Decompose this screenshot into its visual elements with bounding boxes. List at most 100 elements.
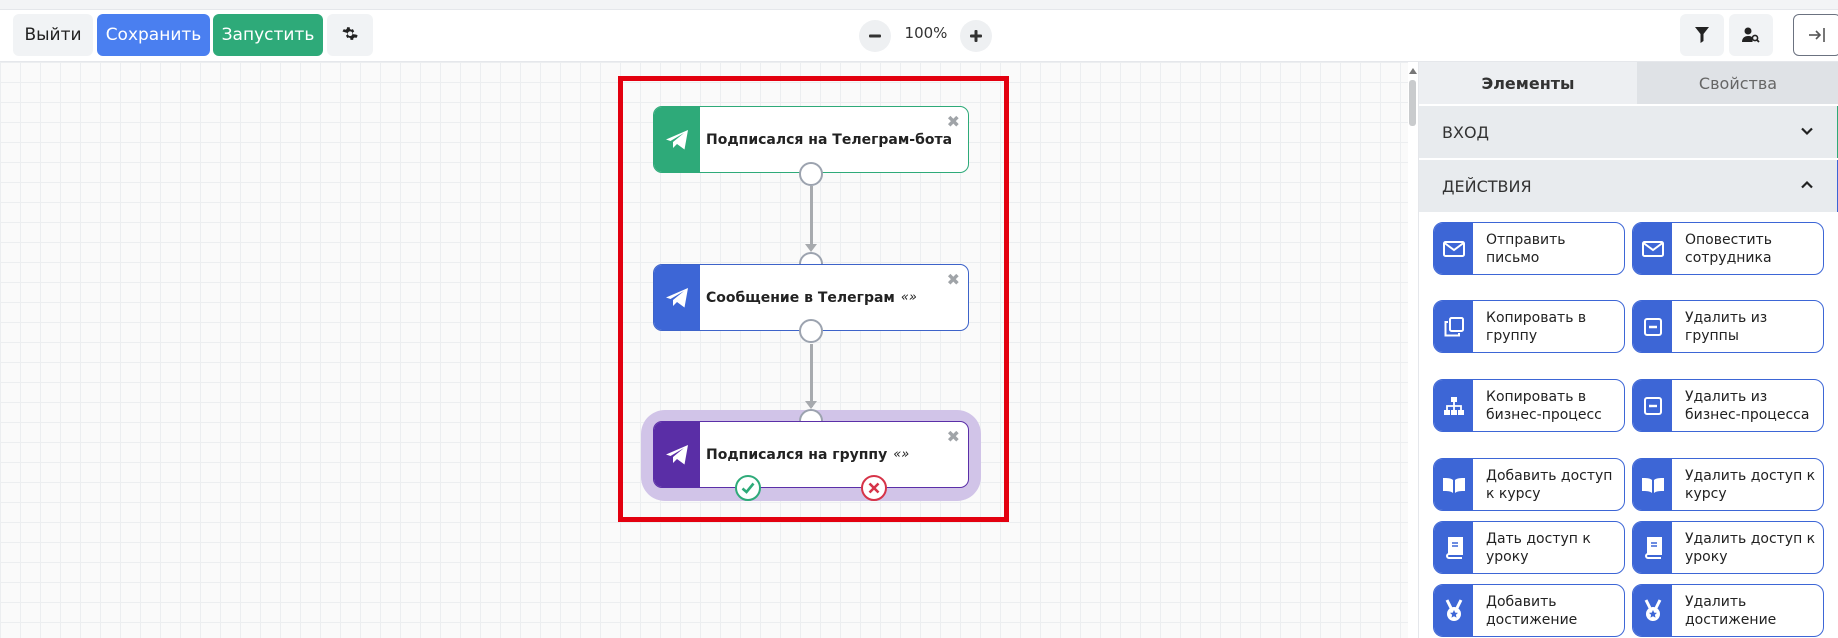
- book-open-icon: [1442, 477, 1465, 493]
- action-label: Удалить доступ к курсу: [1685, 467, 1816, 502]
- browser-top-strip: [0, 0, 1838, 10]
- action-label: Копировать в группу: [1486, 309, 1587, 344]
- action-icon-box: [1434, 459, 1473, 510]
- medal-icon: [1644, 598, 1661, 621]
- telegram-icon: [666, 287, 688, 307]
- medal-icon: [1445, 598, 1462, 621]
- minus-square-icon: [1643, 317, 1662, 336]
- action-label: Удалить из бизнес-процесса: [1685, 388, 1810, 423]
- node-output-port[interactable]: [799, 162, 823, 186]
- scroll-up-arrow[interactable]: [1409, 68, 1417, 74]
- action-icon-box: [1633, 380, 1672, 431]
- action-icon-box: [1434, 585, 1473, 636]
- action-label: Удалить доступ к уроку: [1685, 530, 1816, 565]
- node-title: Подписался на Телеграм-бота: [706, 131, 953, 148]
- action-label: Удалить достижение: [1685, 593, 1777, 628]
- action-label: Копировать в бизнес-процесс: [1486, 388, 1602, 423]
- action-icon-box: [1434, 522, 1473, 573]
- book-icon: [1445, 536, 1463, 559]
- elements-sidebar: Элементы Свойства ВХОД ДЕЙСТВИЯ Отправит…: [1418, 62, 1838, 638]
- section-actions[interactable]: ДЕЙСТВИЯ: [1419, 160, 1838, 212]
- action-remove-from-process[interactable]: Удалить из бизнес-процесса: [1632, 379, 1824, 432]
- scroll-thumb[interactable]: [1409, 80, 1416, 126]
- action-remove-achievement[interactable]: Удалить достижение: [1632, 584, 1824, 637]
- action-grant-lesson-access[interactable]: Дать доступ к уроку: [1433, 521, 1625, 574]
- chevron-up-icon: [1801, 180, 1813, 189]
- settings-button[interactable]: [327, 14, 373, 56]
- action-remove-course-access[interactable]: Удалить доступ к курсу: [1632, 458, 1824, 511]
- zoom-in-button[interactable]: [960, 20, 992, 52]
- sitemap-icon: [1443, 396, 1464, 415]
- user-search-button[interactable]: [1729, 14, 1773, 56]
- envelope-icon: [1442, 240, 1465, 257]
- connector-arrow: [805, 244, 817, 252]
- book-icon: [1644, 536, 1662, 559]
- cross-icon: [868, 482, 880, 494]
- action-label: Оповестить сотрудника: [1685, 231, 1772, 266]
- tab-elements[interactable]: Элементы: [1419, 62, 1637, 104]
- connector-line: [810, 344, 813, 407]
- action-copy-to-group[interactable]: Копировать в группу: [1433, 300, 1625, 353]
- collapse-panel-button[interactable]: [1793, 14, 1838, 56]
- connector-line: [810, 186, 813, 249]
- node-close-icon[interactable]: ✖: [946, 270, 960, 289]
- action-notify-employee[interactable]: Оповестить сотрудника: [1632, 222, 1824, 275]
- chevron-down-icon: [1801, 127, 1813, 136]
- selection-highlight-box: [618, 76, 1009, 522]
- tab-properties[interactable]: Свойства: [1637, 62, 1838, 104]
- exit-button[interactable]: Выйти: [13, 14, 93, 56]
- envelope-icon: [1641, 240, 1664, 257]
- action-label: Отправить письмо: [1486, 231, 1566, 266]
- action-label: Добавить доступ к курсу: [1486, 467, 1613, 502]
- condition-no-port[interactable]: [861, 475, 887, 501]
- action-icon-box: [1434, 380, 1473, 431]
- minus-square-icon: [1643, 396, 1662, 415]
- node-close-icon[interactable]: ✖: [946, 112, 960, 131]
- book-open-icon: [1641, 477, 1664, 493]
- action-icon-box: [1633, 522, 1672, 573]
- gear-icon: [342, 27, 358, 40]
- workflow-node-trigger[interactable]: Подписался на Телеграм-бота ✖: [653, 106, 969, 173]
- action-send-email[interactable]: Отправить письмо: [1433, 222, 1625, 275]
- minus-icon: [869, 34, 881, 38]
- user-search-icon: [1742, 27, 1760, 43]
- workflow-canvas[interactable]: [0, 62, 1408, 638]
- node-title: Сообщение в Телеграм«»: [706, 289, 917, 306]
- action-label: Дать доступ к уроку: [1486, 530, 1591, 565]
- action-copy-to-process[interactable]: Копировать в бизнес-процесс: [1433, 379, 1625, 432]
- filter-button[interactable]: [1680, 14, 1724, 56]
- canvas-scrollbar[interactable]: [1408, 62, 1418, 638]
- node-icon-strip: [654, 107, 700, 172]
- connector-arrow: [805, 401, 817, 409]
- action-add-course-access[interactable]: Добавить доступ к курсу: [1433, 458, 1625, 511]
- action-icon-box: [1434, 301, 1473, 352]
- toolbar: Выйти Сохранить Запустить 100%: [0, 10, 1838, 62]
- action-remove-lesson-access[interactable]: Удалить доступ к уроку: [1632, 521, 1824, 574]
- node-close-icon[interactable]: ✖: [946, 427, 960, 446]
- run-button[interactable]: Запустить: [213, 14, 323, 56]
- section-label: ДЕЙСТВИЯ: [1442, 176, 1532, 196]
- check-icon: [741, 482, 755, 494]
- action-icon-box: [1633, 459, 1672, 510]
- action-label: Удалить из группы: [1685, 309, 1768, 344]
- action-icon-box: [1633, 301, 1672, 352]
- zoom-out-button[interactable]: [859, 20, 891, 52]
- zoom-level: 100%: [904, 24, 948, 42]
- collapse-right-icon: [1809, 28, 1825, 42]
- save-button[interactable]: Сохранить: [97, 14, 210, 56]
- action-icon-box: [1633, 223, 1672, 274]
- action-remove-from-group[interactable]: Удалить из группы: [1632, 300, 1824, 353]
- telegram-icon: [666, 129, 688, 149]
- telegram-icon: [666, 444, 688, 464]
- node-icon-strip: [654, 422, 700, 487]
- node-output-port[interactable]: [799, 319, 823, 343]
- filter-icon: [1695, 27, 1709, 43]
- node-icon-strip: [654, 265, 700, 330]
- action-label: Добавить достижение: [1486, 593, 1578, 628]
- action-add-achievement[interactable]: Добавить достижение: [1433, 584, 1625, 637]
- section-input[interactable]: ВХОД: [1419, 106, 1838, 158]
- plus-icon: [970, 30, 982, 42]
- workflow-node-condition[interactable]: Подписался на группу«» ✖: [653, 421, 969, 488]
- condition-yes-port[interactable]: [735, 475, 761, 501]
